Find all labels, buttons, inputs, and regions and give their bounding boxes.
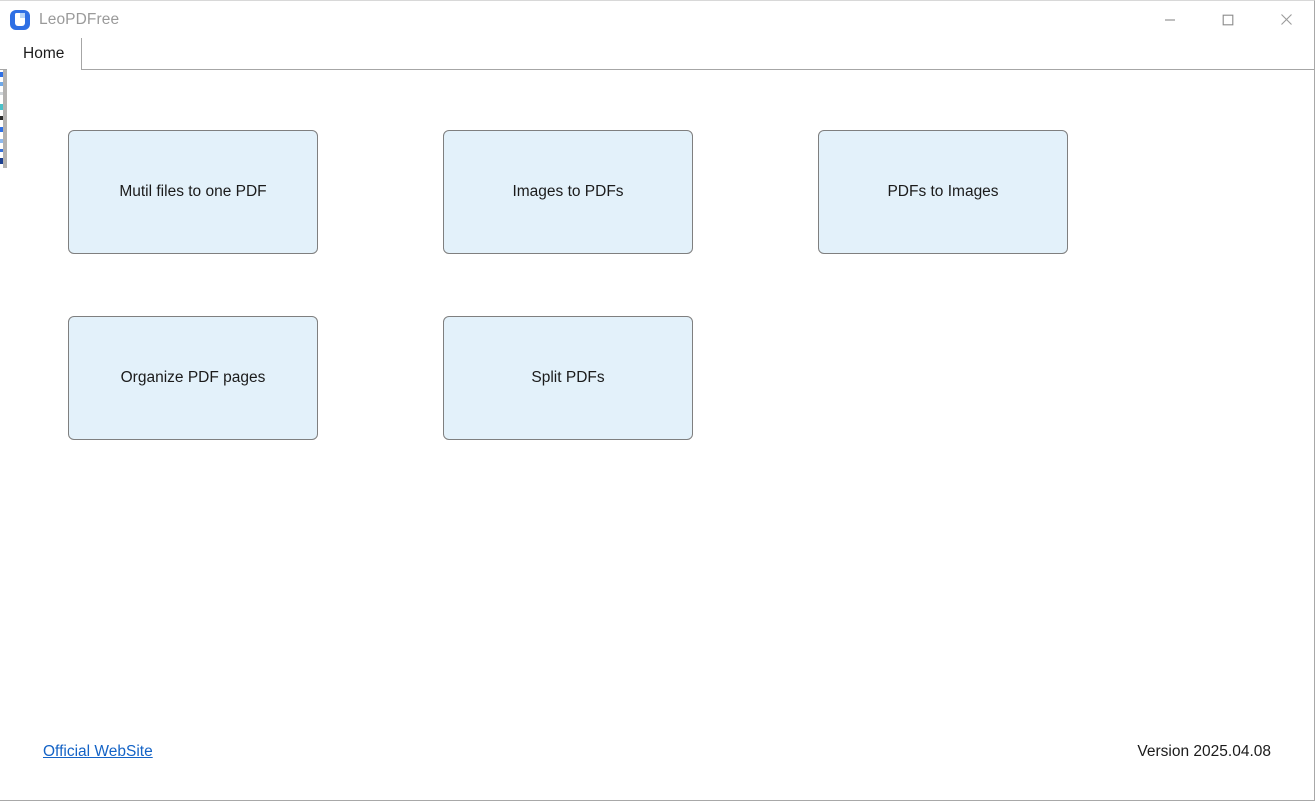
- tool-card-images-to-pdfs[interactable]: Images to PDFs: [443, 130, 693, 254]
- footer: Official WebSite Version 2025.04.08: [0, 739, 1313, 800]
- minimize-icon: [1164, 14, 1176, 26]
- tool-card-row-2: Organize PDF pages Split PDFs: [68, 316, 1070, 440]
- tool-card-split-pdfs[interactable]: Split PDFs: [443, 316, 693, 440]
- tool-card-row-1: Mutil files to one PDF Images to PDFs PD…: [68, 130, 1070, 254]
- tab-strip: Home: [0, 38, 1314, 70]
- app-logo-icon: [10, 9, 30, 30]
- maximize-button[interactable]: [1199, 1, 1257, 38]
- tool-card-organize-pdf-pages[interactable]: Organize PDF pages: [68, 316, 318, 440]
- tool-card-label: Organize PDF pages: [120, 369, 266, 386]
- close-button[interactable]: [1257, 1, 1314, 38]
- close-icon: [1280, 13, 1293, 26]
- tool-card-merge-files[interactable]: Mutil files to one PDF: [68, 130, 318, 254]
- tool-card-label: Images to PDFs: [512, 183, 624, 200]
- main-content: Mutil files to one PDF Images to PDFs PD…: [0, 70, 1313, 800]
- tab-home-label: Home: [23, 45, 65, 62]
- window-title: LeoPDFree: [39, 10, 120, 28]
- tool-card-grid: Mutil files to one PDF Images to PDFs PD…: [68, 130, 1070, 440]
- maximize-icon: [1222, 14, 1234, 26]
- tab-strip-divider: [0, 69, 1314, 70]
- window-controls: [1141, 1, 1314, 38]
- tool-card-label: PDFs to Images: [887, 183, 999, 200]
- tool-card-pdfs-to-images[interactable]: PDFs to Images: [818, 130, 1068, 254]
- version-label: Version 2025.04.08: [1137, 743, 1271, 760]
- tool-card-label: Mutil files to one PDF: [119, 183, 267, 200]
- title-bar[interactable]: LeoPDFree: [0, 1, 1314, 38]
- background-window-sliver: [0, 70, 7, 168]
- tab-home[interactable]: Home: [7, 38, 83, 70]
- official-website-link[interactable]: Official WebSite: [43, 743, 153, 760]
- minimize-button[interactable]: [1141, 1, 1199, 38]
- title-bar-left: LeoPDFree: [0, 9, 120, 30]
- tool-card-label: Split PDFs: [531, 369, 605, 386]
